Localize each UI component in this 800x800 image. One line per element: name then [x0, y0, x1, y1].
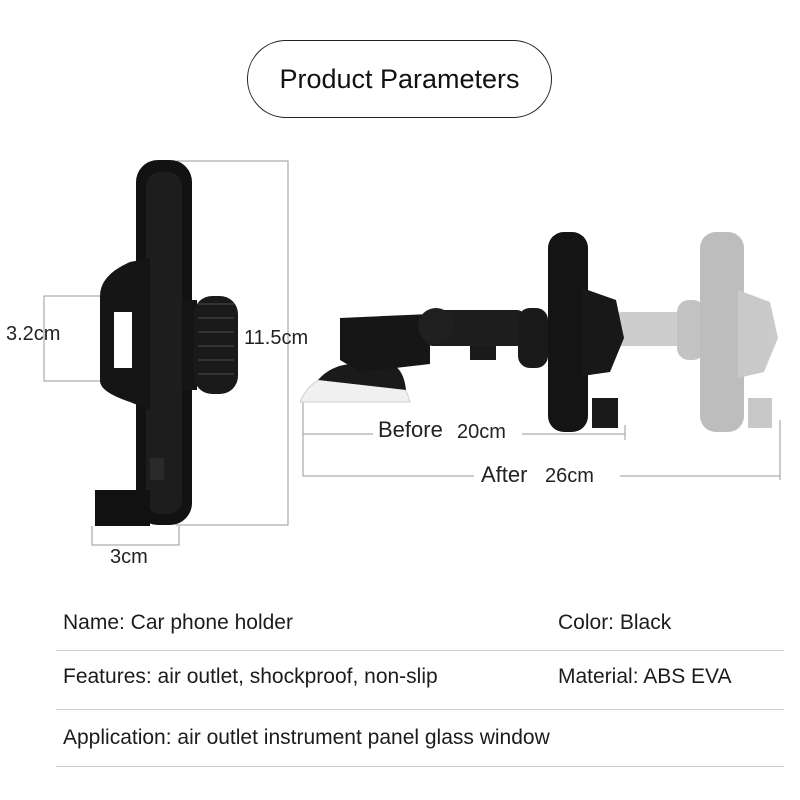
- dimension-after-value: 26cm: [545, 465, 594, 487]
- spec-features: Features: air outlet, shockproof, non-sl…: [63, 665, 438, 688]
- dimension-after-label: After: [481, 462, 528, 487]
- spec-row: Application: air outlet instrument panel…: [56, 710, 784, 767]
- spec-row: Name: Car phone holder Color: Black: [56, 598, 784, 651]
- holder-front-view: [95, 160, 238, 526]
- holder-side-view: [299, 232, 624, 432]
- spec-table: Name: Car phone holder Color: Black Feat…: [56, 598, 784, 767]
- spec-name: Name: Car phone holder: [63, 611, 293, 634]
- spec-material: Material: ABS EVA: [558, 665, 732, 688]
- dimension-before-label: Before: [378, 417, 443, 442]
- title-pill: Product Parameters: [247, 40, 552, 118]
- holder-extended-ghost: [612, 232, 778, 432]
- spec-application: Application: air outlet instrument panel…: [63, 726, 550, 749]
- spec-row: Features: air outlet, shockproof, non-sl…: [56, 651, 784, 710]
- dimension-holder-height: 11.5cm: [244, 327, 309, 349]
- product-illustration: [43, 160, 781, 546]
- dimension-lines: [43, 160, 781, 546]
- page-title: Product Parameters: [279, 63, 520, 94]
- dimension-clamp-width: 3.2cm: [6, 323, 61, 345]
- spec-color: Color: Black: [558, 611, 672, 634]
- dimension-before-value: 20cm: [457, 421, 506, 443]
- dimension-holder-depth: 3cm: [110, 546, 148, 568]
